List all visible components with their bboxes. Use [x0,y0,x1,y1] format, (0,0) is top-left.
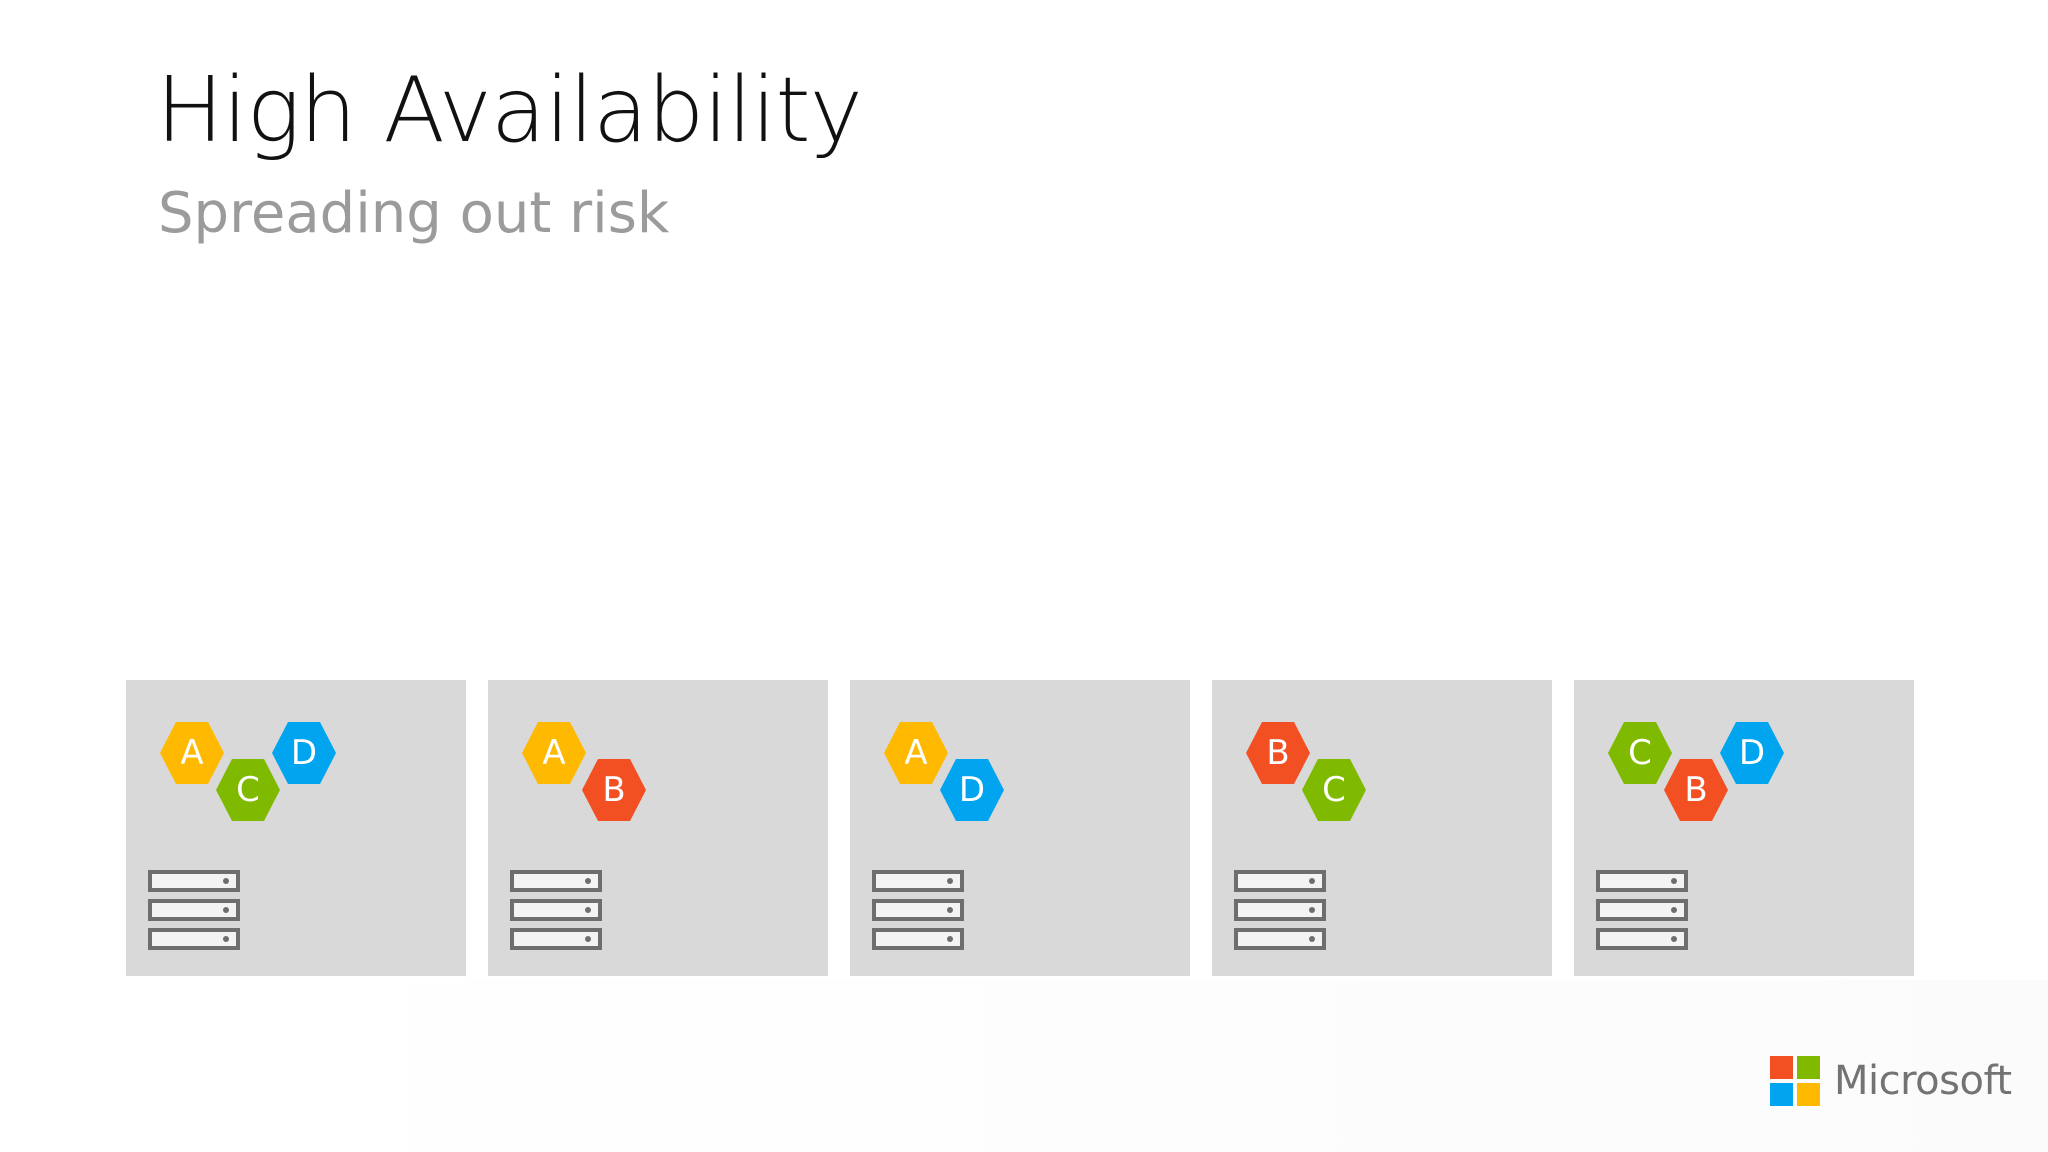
hexagon-shape [1664,759,1728,821]
role-label: A [542,733,566,773]
hexagon-shape [1302,759,1366,821]
role-label: B [1684,770,1708,810]
hexagon-shape [1720,722,1784,784]
hexagon-shape [160,722,224,784]
role-label: D [1738,733,1766,773]
server-rack-icon [872,870,968,954]
role-hexagon-a: A [884,722,948,784]
microsoft-wordmark: Microsoft [1834,1058,2012,1104]
role-hexagon-a: A [160,722,224,784]
server-rack-icon [148,870,244,954]
server-node-3: A D [850,680,1190,976]
role-hexagon-b: B [1246,722,1310,784]
role-hexagon-b: B [582,759,646,821]
server-node-2: A B [488,680,828,976]
role-hexagon-d: D [940,759,1004,821]
slide-subtitle: Spreading out risk [158,181,670,246]
hexagon-shape [1246,722,1310,784]
server-node-5: C B D [1574,680,1914,976]
role-hexagon-c: C [1302,759,1366,821]
role-label: B [602,770,626,810]
role-hexagon-d: D [272,722,336,784]
server-node-1: A C D [126,680,466,976]
hexagon-shape [216,759,280,821]
role-hexagon-d: D [1720,722,1784,784]
role-label: C [236,770,260,810]
role-hexagon-a: A [522,722,586,784]
microsoft-logo: Microsoft [1770,1055,2012,1107]
role-label: A [180,733,204,773]
slide-title: High Availability [156,58,863,163]
hexagon-shape [582,759,646,821]
server-node-4: B C [1212,680,1552,976]
server-rack-icon [510,870,606,954]
hexagon-shape [522,722,586,784]
role-label: B [1266,733,1290,773]
role-label: A [904,733,928,773]
role-hexagon-c: C [1608,722,1672,784]
role-hexagon-c: C [216,759,280,821]
hexagon-shape [940,759,1004,821]
hexagon-shape [884,722,948,784]
role-hexagon-b: B [1664,759,1728,821]
role-label: D [290,733,318,773]
footer-band [250,980,2048,1152]
hexagon-shape [1608,722,1672,784]
hexagon-shape [272,722,336,784]
role-label: C [1628,733,1652,773]
server-nodes: A C D A B A D B C C B D [126,680,1916,976]
server-rack-icon [1596,870,1692,954]
server-rack-icon [1234,870,1330,954]
role-label: D [958,770,986,810]
microsoft-squares-icon [1770,1056,1820,1106]
role-label: C [1322,770,1346,810]
